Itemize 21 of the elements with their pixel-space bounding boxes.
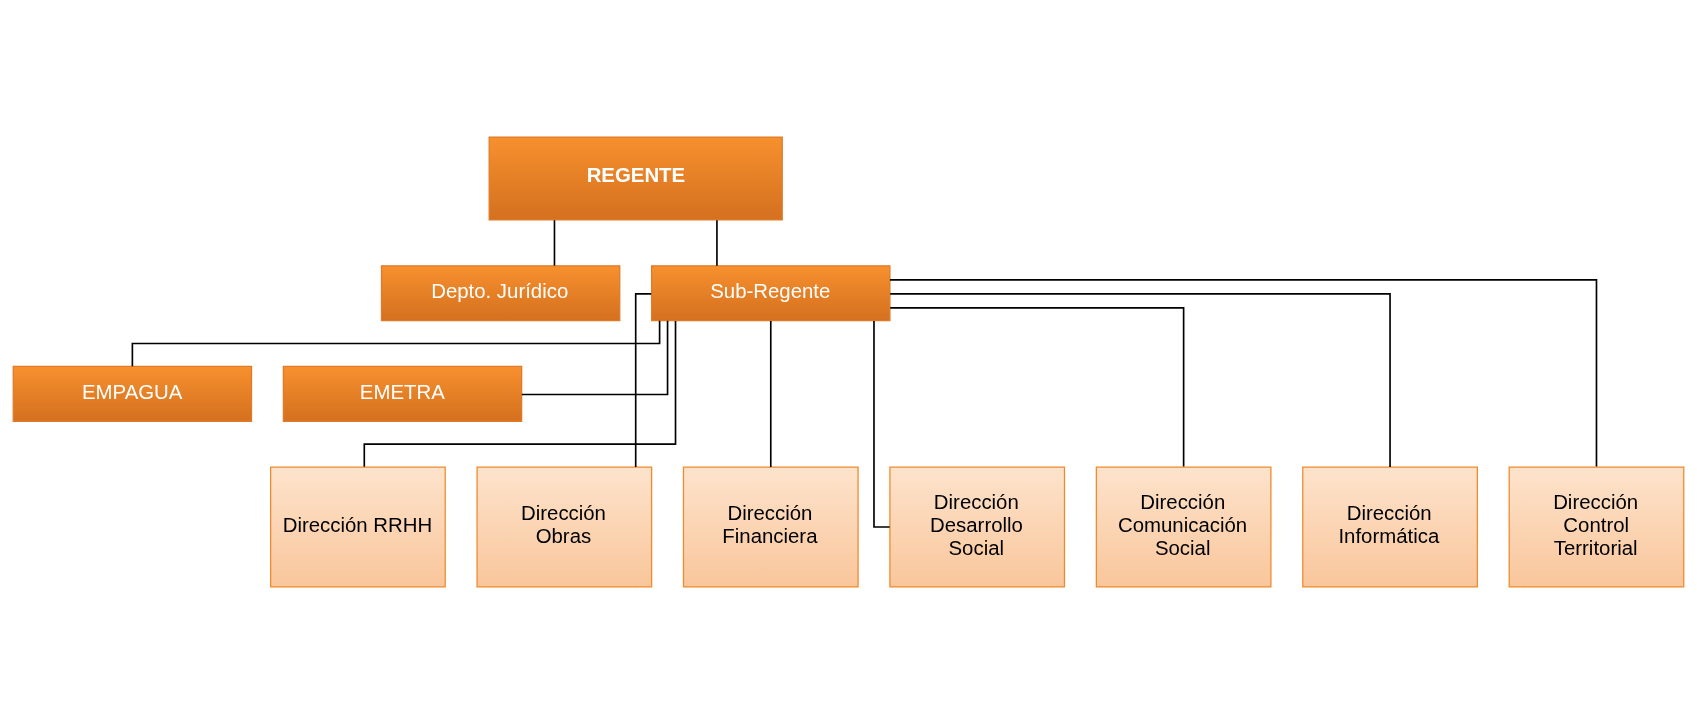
connector [769, 319, 772, 468]
connector [634, 292, 653, 468]
node-box: Dirección Obras [476, 466, 653, 588]
connector [889, 306, 1185, 467]
node-box: Dirección Comunicación Social [1095, 466, 1272, 588]
node-box: Sub-Regente [651, 264, 891, 321]
connector [873, 319, 891, 528]
node-box: Dirección Desarrollo Social [889, 466, 1066, 588]
node-box: Depto. Jurídico [380, 264, 621, 321]
node-box: EMETRA [282, 365, 523, 422]
connector [521, 319, 669, 395]
node-box: Dirección Financiera [682, 466, 859, 588]
connector [889, 278, 1598, 467]
connector [889, 292, 1391, 468]
connector [716, 218, 718, 266]
node-box: Dirección RRHH [270, 466, 446, 588]
node-box: REGENTE [488, 135, 783, 221]
connector [553, 218, 556, 266]
node-box: Dirección Informática [1302, 466, 1478, 588]
node-box: Dirección Control Territorial [1508, 466, 1685, 588]
node-box: EMPAGUA [12, 365, 253, 422]
